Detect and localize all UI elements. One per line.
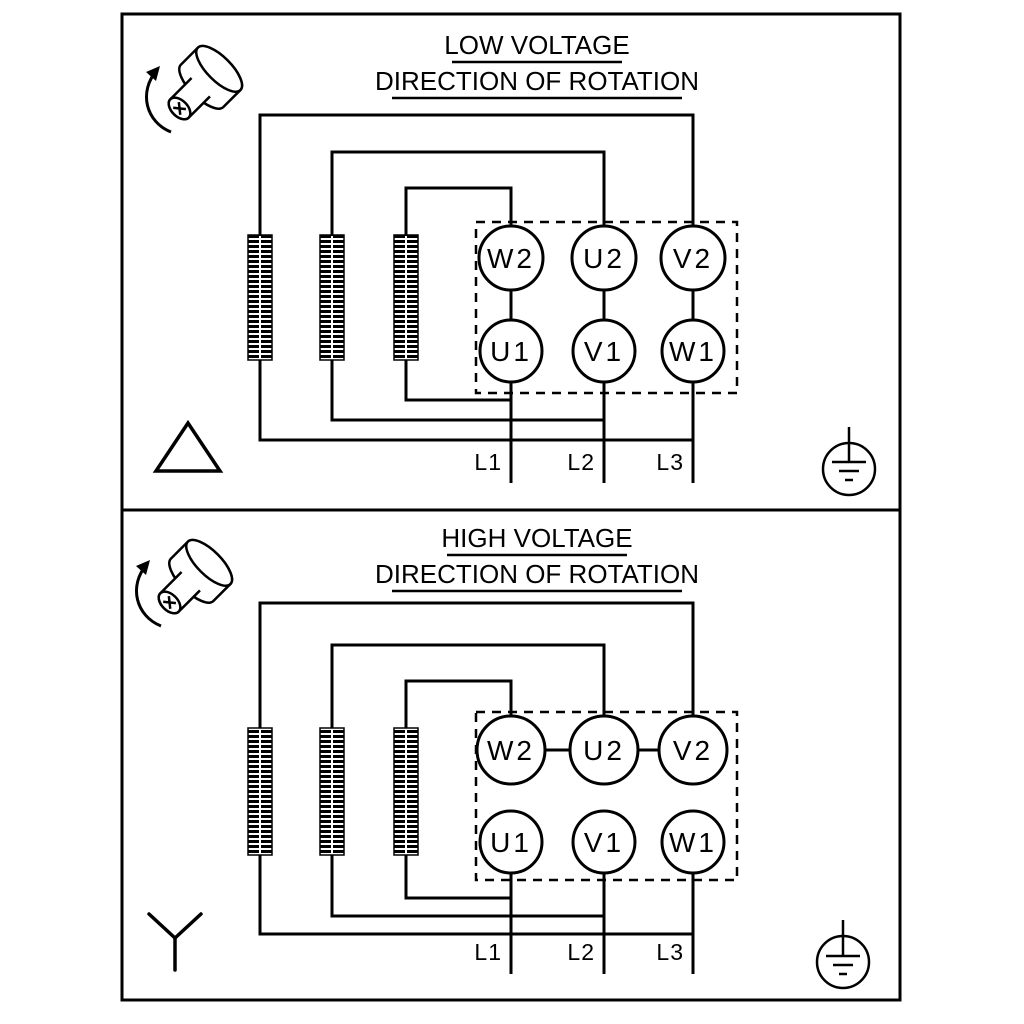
wire-coil1-v2 xyxy=(258,113,695,258)
panel-title: LOW VOLTAGE xyxy=(444,30,629,60)
winding-coil-2 xyxy=(319,234,345,361)
panel-low-voltage: LOW VOLTAGE DIRECTION OF ROTATION xyxy=(145,30,877,497)
lead-label-l1: L1 xyxy=(474,939,502,965)
wire-coil2-v1 xyxy=(330,855,604,918)
earth-circle xyxy=(821,441,877,497)
lead-label-l2: L2 xyxy=(567,449,595,475)
terminal-circle xyxy=(660,318,726,384)
star-leg xyxy=(173,912,203,940)
wire-coil3-u1 xyxy=(404,855,511,900)
terminal-circle xyxy=(571,809,637,875)
earth-ground-icon xyxy=(821,427,877,497)
terminal-u2: U2 xyxy=(570,224,638,292)
terminal-w1: W1 xyxy=(660,809,726,875)
panel-subtitle: DIRECTION OF ROTATION xyxy=(375,66,699,96)
rotation-arrow-icon xyxy=(145,69,172,134)
rotation-arrow-icon xyxy=(135,563,162,628)
rotation-arrowhead-icon xyxy=(136,560,150,575)
terminal-w2: W2 xyxy=(477,224,545,292)
terminal-label: W1 xyxy=(669,336,717,367)
lead-label-l1: L1 xyxy=(474,449,502,475)
terminal-circle xyxy=(568,714,640,786)
terminal-label: U1 xyxy=(490,336,532,367)
terminal-label: V2 xyxy=(673,735,713,766)
motor-end-cap xyxy=(195,44,244,93)
wire-coil1-w1 xyxy=(258,360,693,442)
terminal-label: U1 xyxy=(490,827,532,858)
wire-coil2-v1 xyxy=(330,360,604,422)
winding-coil-1 xyxy=(247,234,273,361)
wire-coil2-u2 xyxy=(330,150,606,258)
panel-title: HIGH VOLTAGE xyxy=(441,523,632,553)
terminal-label: V1 xyxy=(584,336,624,367)
lead-label-l3: L3 xyxy=(656,449,684,475)
rotation-arrowhead-icon xyxy=(146,66,160,81)
motor-shaft-icon xyxy=(135,538,234,628)
terminal-label: W2 xyxy=(487,735,535,766)
terminal-circle xyxy=(475,714,547,786)
lead-label-l3: L3 xyxy=(656,939,684,965)
winding-coil-3 xyxy=(393,727,419,856)
lead-label-l2: L2 xyxy=(567,939,595,965)
terminal-circle xyxy=(660,809,726,875)
motor-end-cap xyxy=(185,538,234,587)
terminal-v2: V2 xyxy=(659,224,727,292)
wire-coil3-u1 xyxy=(404,360,511,402)
terminal-label: U2 xyxy=(583,735,625,766)
terminal-label: W2 xyxy=(487,243,535,274)
winding-coil-3 xyxy=(393,234,419,361)
diagram-border xyxy=(120,12,902,1002)
motor-shaft-icon xyxy=(145,44,244,134)
terminal-u1: U1 xyxy=(478,809,544,875)
terminal-board-outline xyxy=(474,220,739,395)
star-leg xyxy=(147,912,177,940)
wire-coil1-v2 xyxy=(258,601,695,750)
terminal-circle xyxy=(659,224,727,292)
terminal-label: U2 xyxy=(583,243,625,274)
earth-circle xyxy=(815,934,871,990)
terminal-v2: V2 xyxy=(657,714,729,786)
shaft-center-mark xyxy=(163,600,177,605)
delta-symbol-icon xyxy=(152,419,224,473)
panel-high-voltage: HIGH VOLTAGE DIRECTION OF ROTATION xyxy=(135,523,871,990)
terminal-board-outline xyxy=(474,710,739,882)
wire-coil1-w1 xyxy=(258,855,693,936)
star-symbol-icon xyxy=(147,912,203,972)
terminal-circle xyxy=(570,224,638,292)
wire-coil2-u2 xyxy=(330,643,606,750)
terminal-label: V2 xyxy=(673,243,713,274)
terminal-u2: U2 xyxy=(568,714,640,786)
earth-ground-icon xyxy=(815,920,871,990)
terminal-v1: V1 xyxy=(571,809,637,875)
terminal-label: V1 xyxy=(584,827,624,858)
terminal-circle xyxy=(478,318,544,384)
terminal-v1: V1 xyxy=(571,318,637,384)
shaft-center-mark xyxy=(173,106,187,111)
terminal-w2: W2 xyxy=(475,714,547,786)
winding-coil-1 xyxy=(247,727,273,856)
winding-coil-2 xyxy=(319,727,345,856)
terminal-circle xyxy=(477,224,545,292)
panel-subtitle: DIRECTION OF ROTATION xyxy=(375,559,699,589)
terminal-u1: U1 xyxy=(478,318,544,384)
terminal-circle xyxy=(571,318,637,384)
terminal-circle xyxy=(657,714,729,786)
terminal-circle xyxy=(478,809,544,875)
terminal-label: W1 xyxy=(669,827,717,858)
terminal-w1: W1 xyxy=(660,318,726,384)
